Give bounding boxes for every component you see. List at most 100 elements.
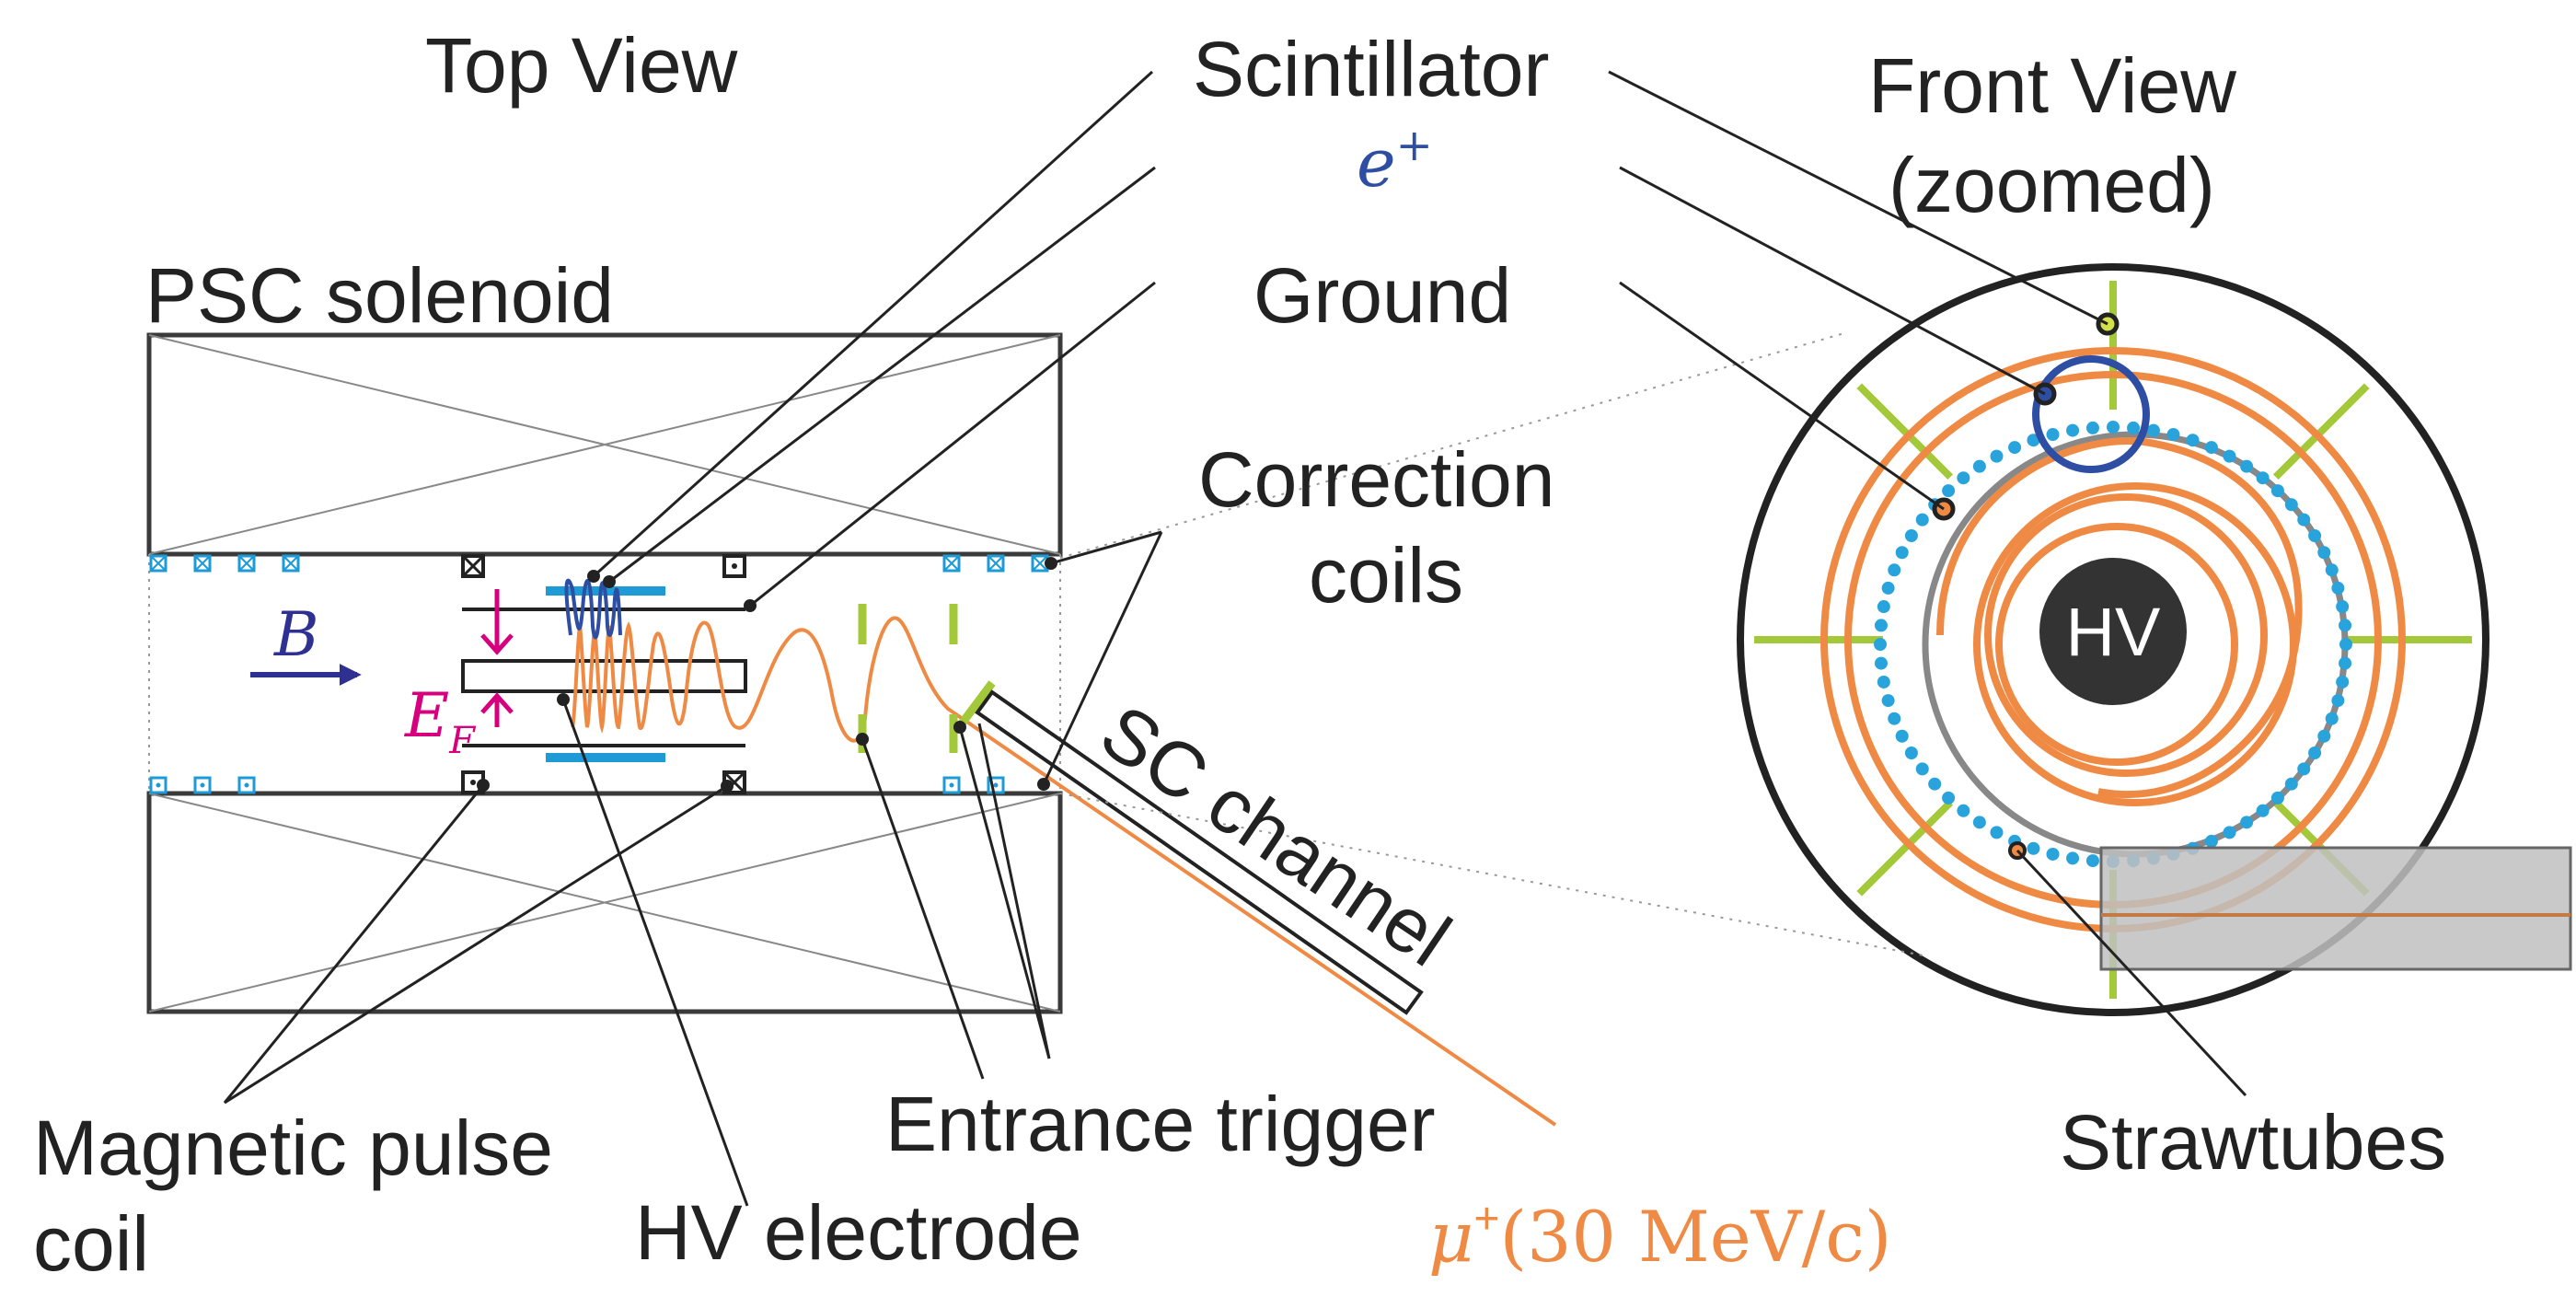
strawtube-dot (1888, 712, 1901, 725)
strawtube-dot (2127, 421, 2141, 434)
magnetic-pulse-label-line1: Magnetic pulse (33, 1105, 553, 1191)
strawtube-dot (1874, 638, 1887, 651)
correction-coil-marker (987, 554, 1005, 573)
front-hv-label: HV (2066, 594, 2161, 670)
strawtube-dot (2240, 816, 2254, 829)
ground-label: Ground (1253, 252, 1511, 339)
strawtube-dot (2066, 423, 2080, 437)
strawtube-dot (1957, 471, 1970, 485)
strawtube-dot (1877, 675, 1890, 689)
strawtube-dot (2270, 791, 2284, 804)
strawtube-dot (1957, 804, 1970, 817)
strawtube-dot (2107, 421, 2120, 434)
strawtube-dot (1881, 581, 1895, 595)
strawtubes-label: Strawtubes (2060, 1099, 2446, 1186)
strawtube-dot (1990, 449, 2004, 463)
leader-dots (477, 557, 1057, 793)
front-muon-swirl (1936, 437, 2303, 799)
strawtube-dot (2166, 428, 2180, 442)
strawtube-dot (1888, 563, 1901, 577)
e-field-arrows (480, 589, 514, 727)
strawtube-dot (2331, 581, 2345, 595)
e-field-label: EF (404, 680, 476, 762)
strawtube-dot (2085, 421, 2099, 434)
strawtube-dot (2186, 434, 2200, 447)
strawtube-dot (1942, 484, 1956, 498)
correction-label-line1: Correction (1198, 436, 1554, 523)
strawtube-dot (2027, 434, 2040, 447)
entrance-trigger-segments (858, 604, 996, 753)
strawtube-dot (2308, 747, 2322, 759)
sc-channel-label: SC channel (1086, 688, 1466, 983)
strawtube-dot (2066, 851, 2080, 865)
sc-channel-tube (975, 689, 1424, 1015)
strawtube-dot (2325, 712, 2339, 725)
strawtube-dot (2339, 619, 2352, 632)
strawtube-dot (1928, 777, 1942, 791)
strawtube-dot (2027, 841, 2040, 855)
strawtube-dot (1895, 729, 1909, 743)
front-view: HV (1737, 263, 2572, 1016)
correction-coil-marker (149, 554, 167, 573)
strawtube-dot (1874, 619, 1888, 632)
front-hv-disk (2039, 558, 2187, 705)
strawtube-dot (1972, 816, 1986, 829)
hv-electrode-label: HV electrode (635, 1189, 1082, 1276)
solenoid-lower-block (146, 791, 1063, 1014)
strawtube-dot (2223, 826, 2236, 839)
entrance-trigger-label: Entrance trigger (885, 1081, 1436, 1167)
strawtube-dot (2046, 428, 2060, 442)
top-view (146, 332, 1557, 1127)
solenoid-upper-block (146, 332, 1063, 557)
correction-coil-marker (237, 776, 256, 794)
front-trigger-spoke (2272, 383, 2370, 480)
strawtube-dot (2308, 529, 2322, 542)
strawtube-dot (2297, 762, 2311, 776)
strawtube-dot (2240, 459, 2254, 473)
b-field-label: B (273, 599, 319, 670)
front-trigger-spoke (1856, 799, 1954, 897)
strawtube-dot (1915, 762, 1929, 776)
strawtube-dot (2223, 449, 2236, 463)
strawtube-dot (2008, 441, 2022, 455)
front-view-title: Front View (1868, 42, 2236, 129)
strawtube-dot (1877, 600, 1890, 614)
leader-lines (223, 70, 2247, 1207)
correction-coil-marker (282, 554, 300, 573)
strawtube-dot (2204, 441, 2218, 455)
strawtube-dot (1942, 791, 1956, 804)
strawtube-dot (2270, 484, 2284, 498)
strawtube-dot (1972, 459, 1986, 473)
strawtube-dot (1895, 546, 1909, 560)
strawtube-dot (1904, 529, 1918, 542)
front-view-subtitle: (zoomed) (1889, 142, 2215, 228)
front-positron-ring (2032, 355, 2150, 473)
strawtube-dot (2085, 854, 2099, 868)
correction-coil-marker (237, 554, 256, 573)
scintillator-label: Scintillator (1193, 26, 1549, 112)
strawtube-dot (2336, 675, 2350, 689)
strawtube-dot (1915, 513, 1929, 527)
strawtube-dot (2325, 563, 2339, 577)
front-trigger-spoke (1856, 383, 1954, 480)
strawtube-dot (2317, 729, 2331, 743)
magnetic-pulse-label-line2: coil (33, 1200, 149, 1287)
strawtube-dot (2331, 694, 2345, 708)
strawtube-dot (1881, 694, 1895, 708)
strawtube-dot (1904, 747, 1918, 759)
strawtube-dot (2256, 471, 2270, 485)
muon-label: μ+(30 MeV/c) (1428, 1195, 1891, 1278)
positron-spiral-track (564, 578, 622, 640)
strawtube-dot (2146, 423, 2160, 437)
correction-label-line2: coils (1309, 532, 1463, 619)
correction-coil-markers (149, 554, 1049, 794)
strawtube-dot (2256, 804, 2270, 817)
strawtube-dot (1990, 826, 2004, 839)
correction-coil-marker (193, 776, 212, 794)
correction-coil-marker (149, 776, 167, 794)
correction-coil-marker (942, 776, 961, 794)
strawtube-dot (2339, 656, 2352, 670)
strawtube-dot (2339, 638, 2352, 651)
